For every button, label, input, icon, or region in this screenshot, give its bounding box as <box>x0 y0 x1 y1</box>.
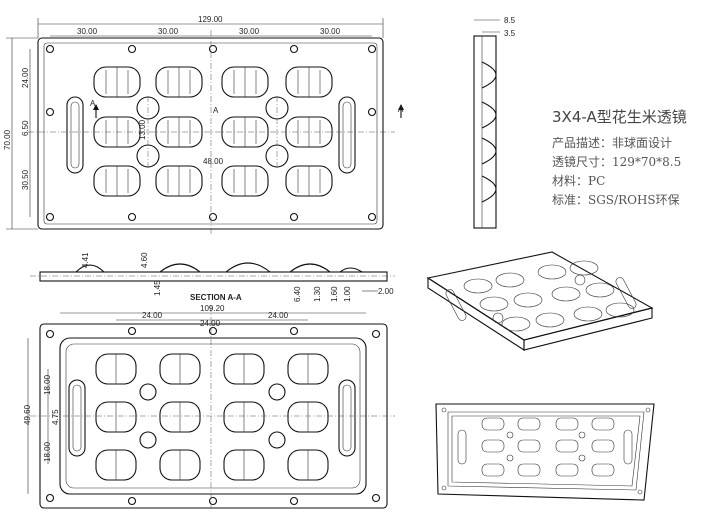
dim-top-pitch-1: 30.00 <box>77 27 98 36</box>
spec-size: 透镜尺寸：129*70*8.5 <box>552 155 682 169</box>
top-peanut-lenses <box>93 66 333 197</box>
top-view: A A A 129.00 30.00 30.00 30.00 30.00 70.… <box>3 15 404 236</box>
dim-top-pitch-3: 30.00 <box>239 27 260 36</box>
bottom-right-slot <box>338 379 356 457</box>
dim-inner-small-h: 48.00 <box>203 157 224 166</box>
dim-side-top: 8.5 <box>504 16 516 25</box>
top-section-mark-mid: A <box>213 106 219 115</box>
section-plate <box>39 271 388 282</box>
top-mount-holes <box>45 44 377 222</box>
bottom-view: 109.20 24.00 24.00 24.00 49.60 18.00 4.7… <box>23 304 395 509</box>
spec-standard: 标准：SGS/ROHS环保 <box>552 193 680 207</box>
section-view: SECTION A-A 4.41 4.60 1.45 6.40 1.30 1.6… <box>30 252 395 302</box>
dim-sec-h3: 1.45 <box>153 280 162 296</box>
spec-material: 材料：PC <box>552 174 606 188</box>
dim-top-width: 129.00 <box>198 15 223 24</box>
dim-sec-r3: 1.60 <box>330 286 339 302</box>
side-lens-profiles <box>481 61 497 203</box>
dim-top-pitch-2: 30.00 <box>158 27 179 36</box>
dim-height-mid: 6.50 <box>21 120 30 136</box>
dim-side-mid: 3.5 <box>504 29 516 38</box>
spec-description: 产品描述：非球面设计 <box>552 136 673 150</box>
product-title: 3X4-A型花生米透镜 <box>552 108 687 126</box>
bottom-peanut-lenses <box>95 353 329 481</box>
side-plate <box>473 35 497 229</box>
dim-bottom-pitch-2: 24.00 <box>200 319 221 328</box>
top-plate-outline <box>37 37 384 230</box>
iso-view-bottom <box>435 403 655 501</box>
dim-height-lower: 30.50 <box>21 169 30 190</box>
dim-bottom-pitch-3: 24.00 <box>268 311 289 320</box>
top-section-mark-left: A <box>90 99 96 108</box>
dim-sec-r4: 1.00 <box>343 286 352 302</box>
dim-sec-h2: 4.60 <box>140 252 149 268</box>
section-lens-profiles <box>75 262 363 273</box>
dim-sec-r5: 2.00 <box>378 287 394 296</box>
top-plate-inner-edge <box>43 42 378 225</box>
iso-view-top <box>426 251 654 352</box>
side-view: 8.5 3.5 <box>473 16 516 229</box>
dim-height-total: 70.00 <box>3 129 12 150</box>
dim-top-pitch-4: 30.00 <box>320 27 341 36</box>
dim-sec-r2: 1.30 <box>313 286 322 302</box>
bottom-mount-holes <box>45 326 381 506</box>
dim-height-upper: 24.00 <box>21 67 30 88</box>
dim-bottom-height: 49.60 <box>23 404 32 425</box>
dim-bottom-v1: 18.00 <box>43 374 52 395</box>
top-right-slot <box>338 96 356 174</box>
bottom-left-slot <box>68 379 86 457</box>
bottom-plate-outline <box>39 323 388 509</box>
dim-inner-small-v: 13.00 <box>138 119 147 140</box>
dim-sec-h1: 4.41 <box>81 252 90 268</box>
dim-bottom-v3: 18.00 <box>43 441 52 462</box>
dim-bottom-v2: 4.75 <box>51 409 60 425</box>
dim-bottom-pitch-1: 24.00 <box>142 311 163 320</box>
top-left-slot <box>66 96 84 174</box>
bottom-round-lenses <box>139 383 286 449</box>
dim-sec-r1: 6.40 <box>293 286 302 302</box>
top-section-mark-right: A <box>398 105 404 114</box>
section-label: SECTION A-A <box>190 293 242 302</box>
dim-bottom-width: 109.20 <box>200 304 225 313</box>
